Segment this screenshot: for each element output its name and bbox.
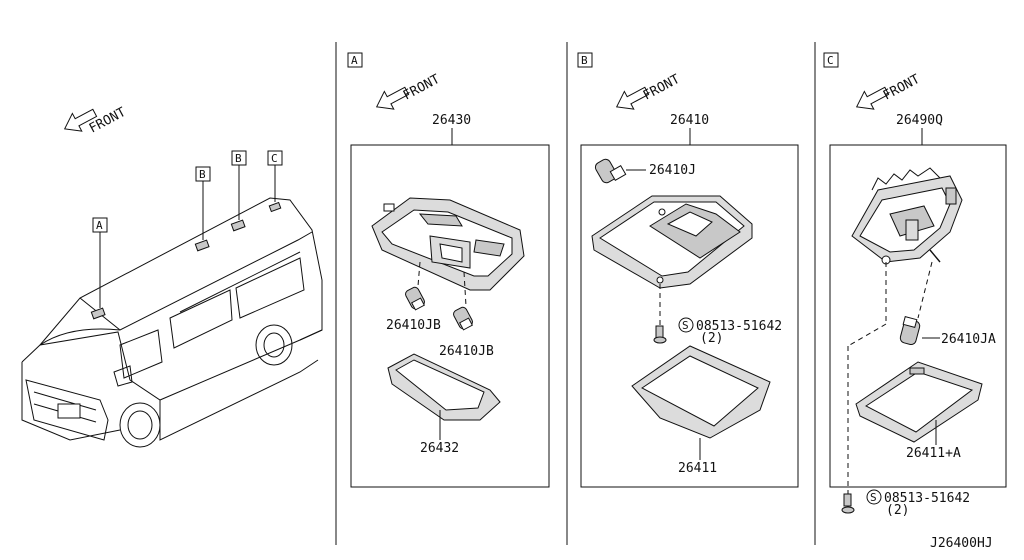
panel-a-assembly-part: 26430 — [432, 113, 471, 128]
part-08513-b-label: 08513-51642 — [696, 319, 782, 334]
part-26411-label: 26411 — [678, 461, 717, 476]
bulb-26410jb-1-illustration — [405, 286, 425, 311]
front-label: FRONT — [881, 72, 923, 104]
overview-callout-c: C — [267, 150, 283, 202]
svg-text:B: B — [235, 152, 242, 165]
overview-callout-a: A — [92, 217, 108, 308]
part-26410j-label: 26410J — [649, 163, 696, 178]
room-lamp-housing-illustration — [591, 195, 753, 289]
svg-text:C: C — [271, 152, 278, 165]
front-label: FRONT — [401, 72, 443, 104]
screw-symbol-c — [866, 489, 882, 505]
cargo-lamp-housing-illustration — [851, 167, 963, 265]
diagram-code: J26400HJ — [930, 536, 993, 551]
lens-26432-illustration — [387, 353, 501, 421]
panel-b-assembly-part: 26410 — [670, 113, 709, 128]
bulb-26410j-illustration — [594, 158, 627, 184]
panel-b-id: B — [581, 54, 588, 67]
screw-c-illustration — [841, 493, 855, 514]
map-lamp-housing-illustration — [371, 197, 525, 291]
panel-b-id-box — [577, 52, 593, 68]
panel-c-assembly-part: 26490Q — [896, 113, 943, 128]
panel-a-id-box — [347, 52, 363, 68]
lens-26411-illustration — [631, 345, 771, 439]
overview-callout-b2: B — [231, 150, 247, 220]
part-08513-c-label: 08513-51642 — [884, 491, 970, 506]
panel-a-frame — [350, 144, 550, 488]
svg-text:A: A — [96, 219, 103, 232]
screw-b-illustration — [653, 325, 667, 344]
part-08513-b-qty: (2) — [700, 331, 723, 346]
part-26410jb-1-label: 26410JB — [386, 318, 441, 333]
panel-c: C FRONT 26490Q 26410JA — [823, 52, 1007, 518]
panel-a-id: A — [351, 54, 358, 67]
van-illustration — [21, 197, 323, 448]
overview-callout-b1: B — [195, 166, 211, 240]
screw-symbol-c-letter: S — [870, 491, 877, 504]
panel-c-frame — [829, 144, 1007, 488]
part-08513-c-qty: (2) — [886, 503, 909, 518]
front-label: FRONT — [641, 72, 683, 104]
screw-symbol-b — [678, 317, 694, 333]
panel-b: B FRONT 26410 26410J S — [577, 52, 799, 488]
bulb-26410jb-2-illustration — [453, 306, 473, 331]
front-direction-arrow — [855, 86, 890, 110]
part-26432-label: 26432 — [420, 441, 459, 456]
front-direction-arrow — [375, 86, 410, 110]
screw-symbol-b-letter: S — [682, 319, 689, 332]
part-26410ja-label: 26410JA — [941, 332, 996, 347]
bulb-26410ja-illustration — [899, 315, 921, 346]
part-26411a-label: 26411+A — [906, 446, 961, 461]
panel-c-id: C — [827, 54, 834, 67]
part-26410jb-2-label: 26410JB — [439, 344, 494, 359]
front-direction-arrow — [63, 108, 98, 132]
panel-c-id-box — [823, 52, 839, 68]
overview-section: FRONT — [21, 105, 323, 448]
svg-text:B: B — [199, 168, 206, 181]
front-direction-arrow — [615, 86, 650, 110]
panel-a: A FRONT 26430 26410JB 264 — [347, 52, 550, 488]
panel-b-frame — [580, 144, 799, 488]
lens-26411a-illustration — [855, 361, 983, 443]
